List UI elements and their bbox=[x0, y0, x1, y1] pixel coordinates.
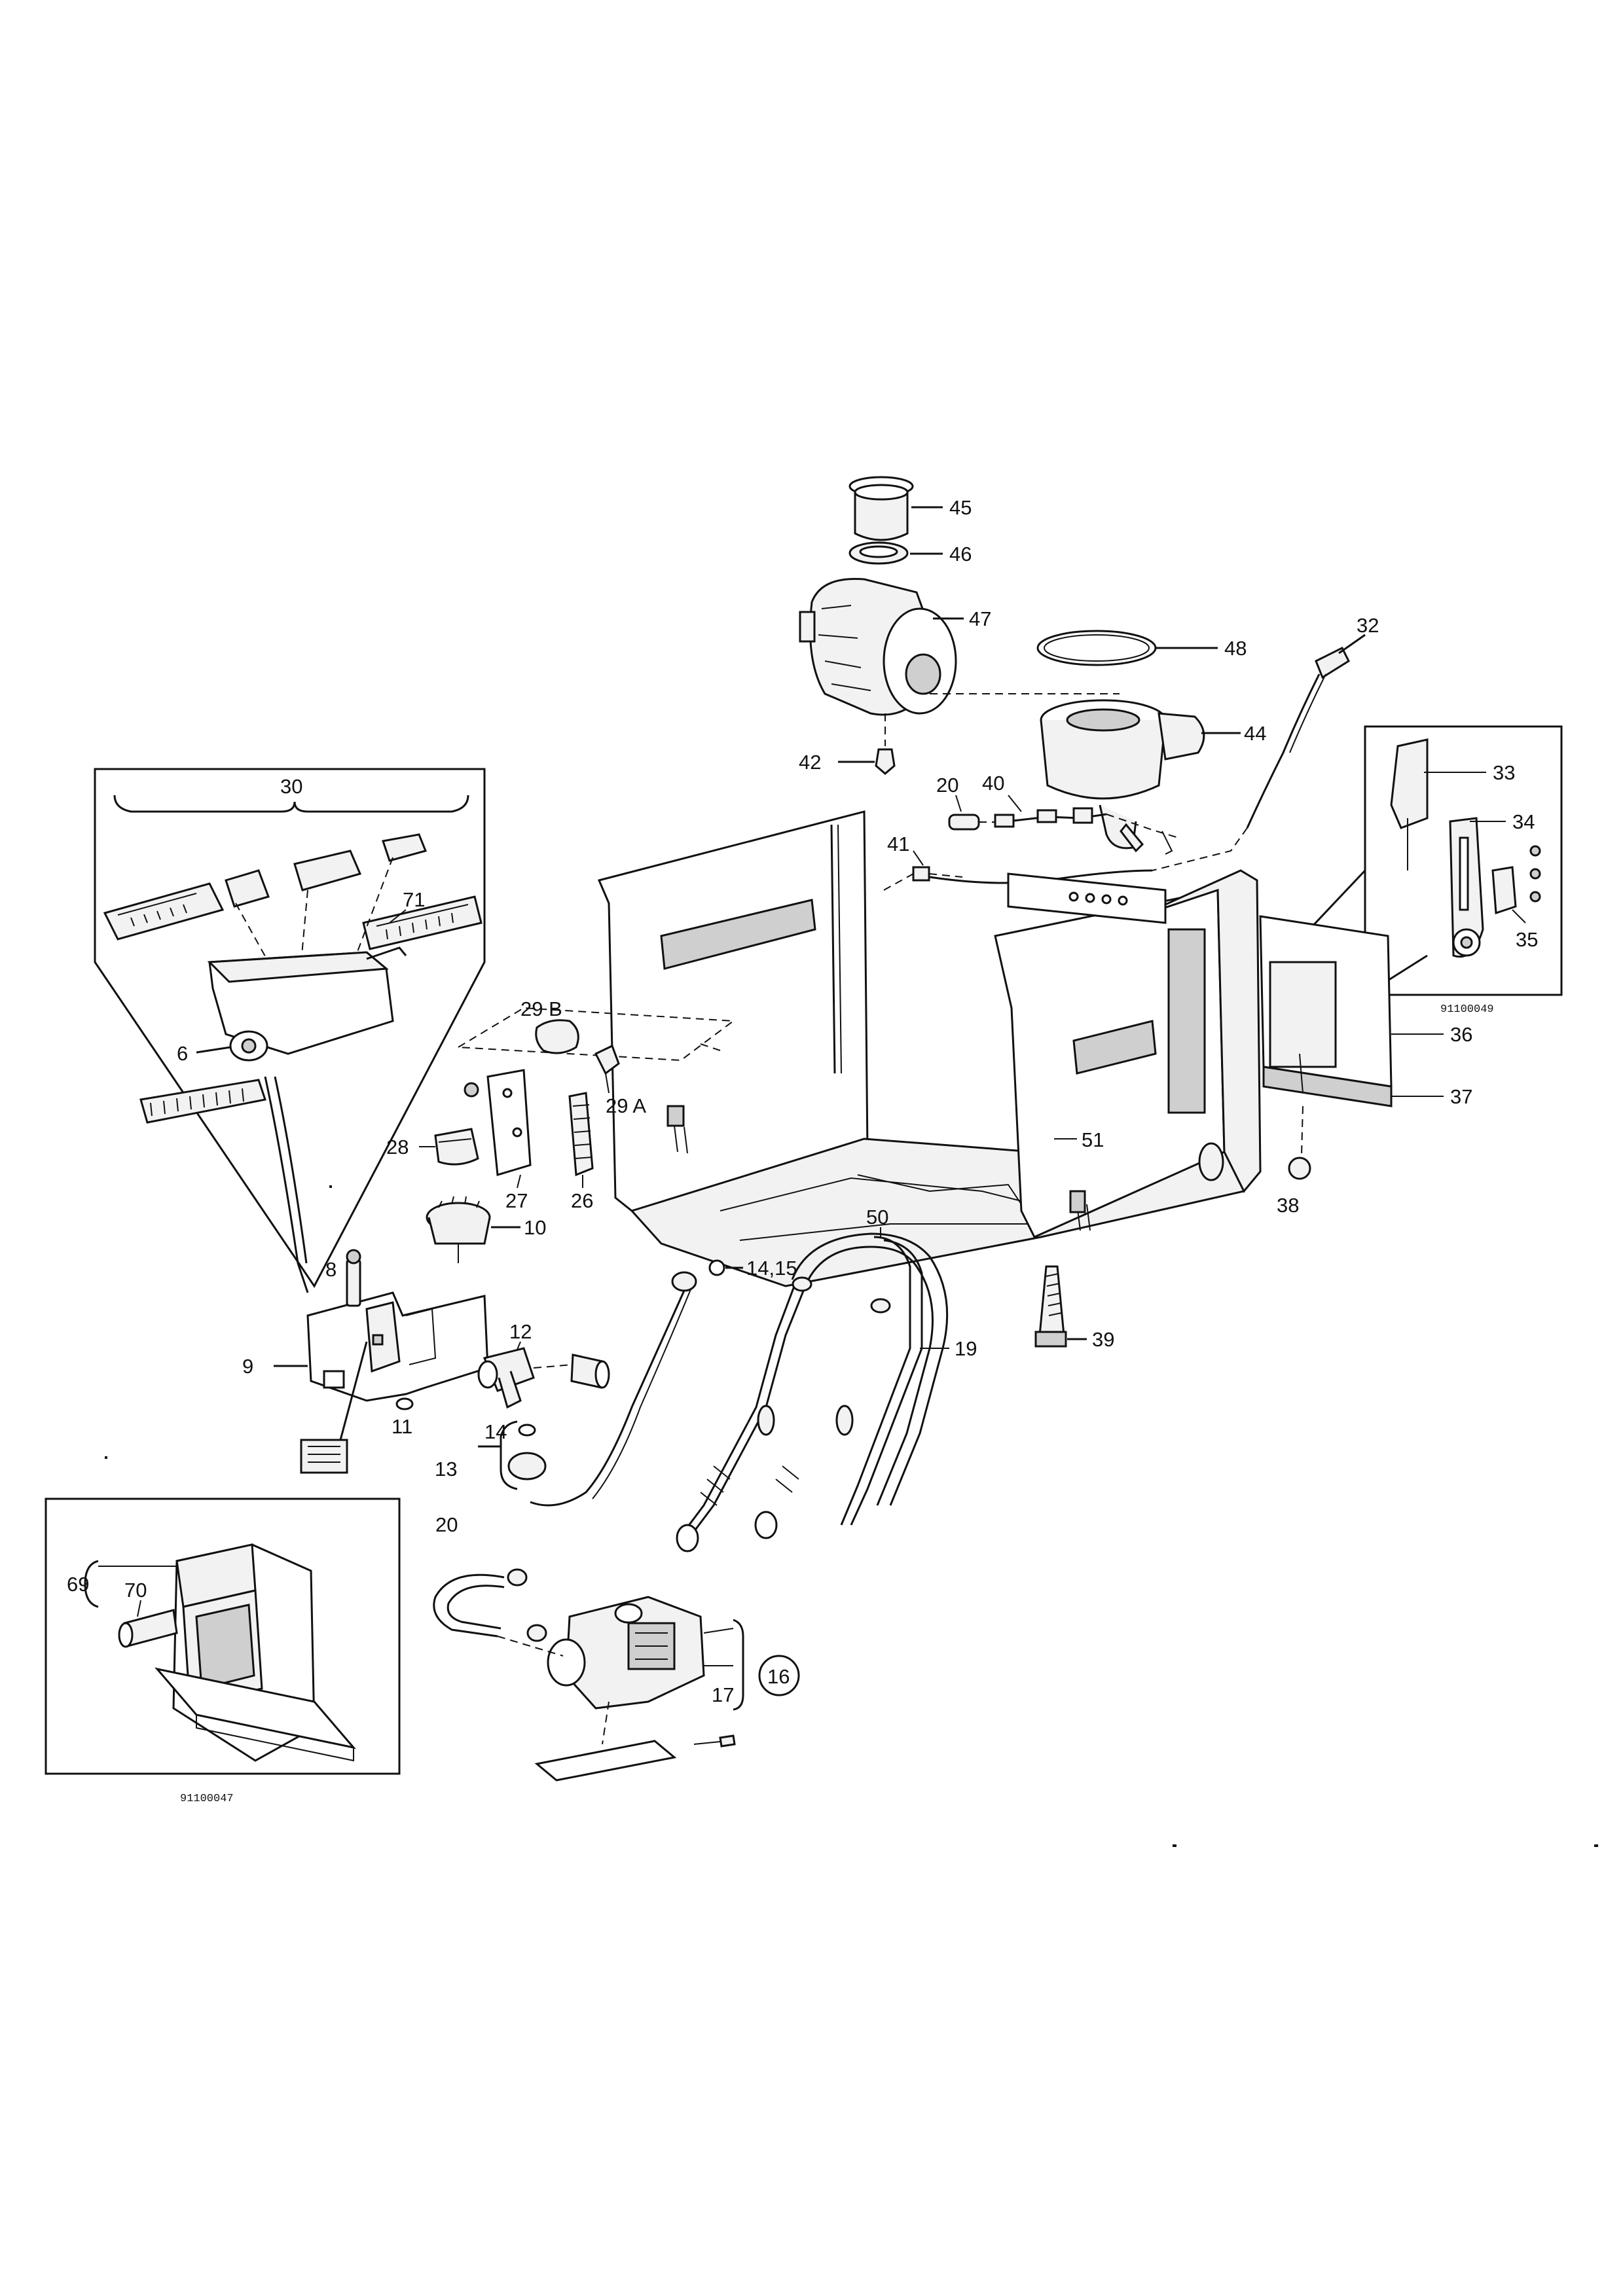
callout-32: 32 bbox=[1357, 614, 1379, 637]
callout-71: 71 bbox=[403, 888, 425, 911]
callout-27: 27 bbox=[505, 1189, 528, 1212]
part-50-19-hoses bbox=[676, 1232, 949, 1552]
part-12-valve bbox=[477, 1347, 610, 1409]
callout-34: 34 bbox=[1512, 810, 1535, 833]
callout-10: 10 bbox=[524, 1216, 546, 1239]
leader-70 bbox=[137, 1600, 141, 1617]
part-11-grommet bbox=[395, 1397, 414, 1410]
callout-51: 51 bbox=[1082, 1128, 1104, 1151]
part-10-pressure-switch bbox=[426, 1196, 491, 1263]
base-frame bbox=[597, 810, 1393, 1287]
leader-27 bbox=[517, 1174, 521, 1189]
part-32-power-cord bbox=[1152, 646, 1350, 871]
part-48-seal-ring bbox=[1036, 630, 1157, 666]
scan-speck bbox=[329, 1185, 332, 1188]
part-14-13-fittings bbox=[478, 1420, 547, 1490]
callout-35: 35 bbox=[1516, 928, 1538, 951]
part-9-bracket bbox=[300, 1291, 489, 1474]
callout-14: 14 bbox=[484, 1420, 507, 1443]
leader-35 bbox=[1512, 909, 1526, 924]
callout-20-upper: 20 bbox=[936, 774, 958, 797]
scan-speck bbox=[1594, 1844, 1598, 1847]
callout-14-15: 14,15 bbox=[746, 1257, 797, 1280]
callout-29-a: 29 A bbox=[606, 1094, 646, 1117]
callout-26: 26 bbox=[571, 1189, 593, 1212]
leader-12 bbox=[517, 1341, 521, 1350]
part-8-switch bbox=[346, 1249, 361, 1307]
callout-41: 41 bbox=[887, 833, 909, 855]
callout-50: 50 bbox=[866, 1206, 888, 1229]
part-47-pump-motor bbox=[799, 577, 957, 716]
scan-speck bbox=[105, 1456, 107, 1459]
leader-6 bbox=[196, 1046, 231, 1054]
callout-39: 39 bbox=[1092, 1328, 1114, 1351]
part-40-heater-wire bbox=[994, 807, 1179, 855]
leader-41 bbox=[913, 850, 924, 866]
callout-37: 37 bbox=[1450, 1085, 1472, 1108]
callout-33: 33 bbox=[1493, 761, 1515, 784]
part-14-15-hose bbox=[530, 1259, 725, 1507]
callout-13: 13 bbox=[435, 1458, 457, 1480]
part-20-hose-lower bbox=[433, 1568, 547, 1642]
callout-12: 12 bbox=[509, 1320, 532, 1343]
leader-32 bbox=[1338, 634, 1366, 655]
drawing-ref-left: 91100047 bbox=[180, 1793, 234, 1805]
callout-16: 16 bbox=[767, 1665, 790, 1688]
callout-36: 36 bbox=[1450, 1023, 1472, 1046]
callout-70: 70 bbox=[124, 1579, 147, 1602]
leader-20a bbox=[955, 795, 962, 812]
inset-box-door-hinge bbox=[1308, 725, 1563, 996]
callout-28: 28 bbox=[386, 1136, 409, 1158]
callout-19: 19 bbox=[955, 1337, 977, 1360]
callout-46: 46 bbox=[949, 543, 972, 565]
callout-20-lower: 20 bbox=[435, 1513, 458, 1536]
callout-17: 17 bbox=[712, 1683, 734, 1706]
drawing-ref-right: 91100049 bbox=[1440, 1003, 1494, 1016]
callout-40: 40 bbox=[982, 772, 1004, 795]
callout-42: 42 bbox=[799, 751, 821, 774]
callout-44: 44 bbox=[1244, 722, 1266, 745]
brace-17 bbox=[733, 1619, 744, 1711]
callout-45: 45 bbox=[949, 496, 972, 519]
scan-speck bbox=[1173, 1844, 1176, 1847]
callout-9: 9 bbox=[242, 1355, 253, 1378]
part-44-sump bbox=[1040, 699, 1205, 850]
part-20-hose-upper bbox=[948, 814, 1002, 831]
callout-29-b: 29 B bbox=[520, 997, 562, 1020]
circle-16 bbox=[758, 1655, 800, 1696]
callout-38: 38 bbox=[1277, 1194, 1299, 1217]
part-42-valve bbox=[875, 748, 896, 775]
part-46-ring bbox=[848, 541, 909, 565]
part-38-foot bbox=[1288, 1105, 1311, 1180]
leader-71 bbox=[389, 909, 407, 924]
callout-8: 8 bbox=[325, 1258, 337, 1281]
leader-17a bbox=[703, 1628, 734, 1634]
callout-47: 47 bbox=[969, 607, 991, 630]
inset-box-transformer bbox=[45, 1498, 401, 1775]
callout-11: 11 bbox=[392, 1415, 412, 1438]
part-26-29-components bbox=[434, 1007, 735, 1177]
leader-40 bbox=[1008, 795, 1022, 812]
part-45-cap bbox=[848, 476, 914, 541]
inset-box-programmer bbox=[94, 768, 486, 1293]
callout-30: 30 bbox=[280, 775, 302, 798]
callout-6: 6 bbox=[177, 1042, 188, 1065]
part-16-17-drain-pump bbox=[497, 1596, 736, 1782]
callout-48: 48 bbox=[1224, 637, 1247, 660]
part-39-screw bbox=[1034, 1265, 1067, 1348]
callout-69: 69 bbox=[67, 1573, 89, 1596]
